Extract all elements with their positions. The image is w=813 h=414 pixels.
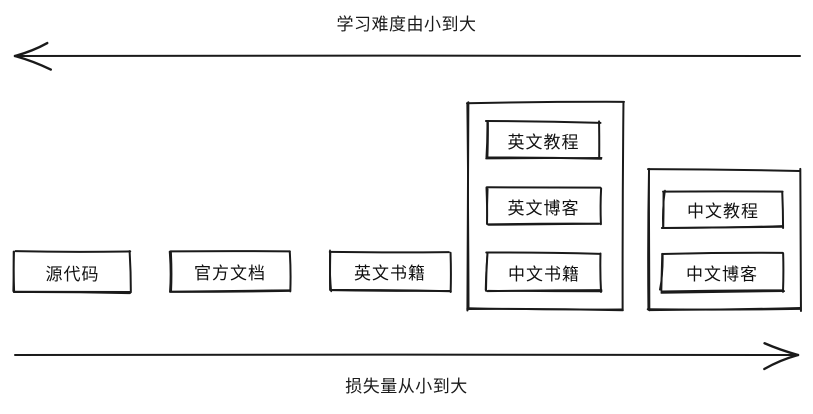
loss-axis-arrow	[14, 342, 800, 371]
group-1-node-1[interactable]: 中文博客	[662, 253, 782, 291]
node-0[interactable]: 源代码	[15, 252, 130, 292]
node-label: 中文书籍	[508, 264, 580, 284]
group-0-node-0[interactable]: 英文教程	[487, 122, 600, 158]
node-label: 英文博客	[507, 198, 580, 218]
node-label: 中文教程	[687, 201, 759, 221]
node-label: 官方文档	[194, 264, 266, 283]
node-label: 英文书籍	[354, 264, 426, 283]
node-1[interactable]: 官方文档	[170, 251, 290, 292]
group-1-node-0[interactable]: 中文教程	[663, 191, 783, 227]
bottom-axis-label: 损失量从小到大	[345, 377, 468, 396]
group-0-node-1[interactable]: 英文博客	[487, 188, 600, 224]
group-0-node-2[interactable]: 中文书籍	[487, 253, 601, 291]
difficulty-axis-arrow	[13, 41, 801, 71]
top-axis-label: 学习难度由小到大	[336, 15, 477, 34]
node-2[interactable]: 英文书籍	[330, 252, 450, 291]
node-label: 中文博客	[686, 264, 758, 284]
node-label: 源代码	[45, 264, 100, 284]
node-label: 英文教程	[507, 132, 580, 152]
